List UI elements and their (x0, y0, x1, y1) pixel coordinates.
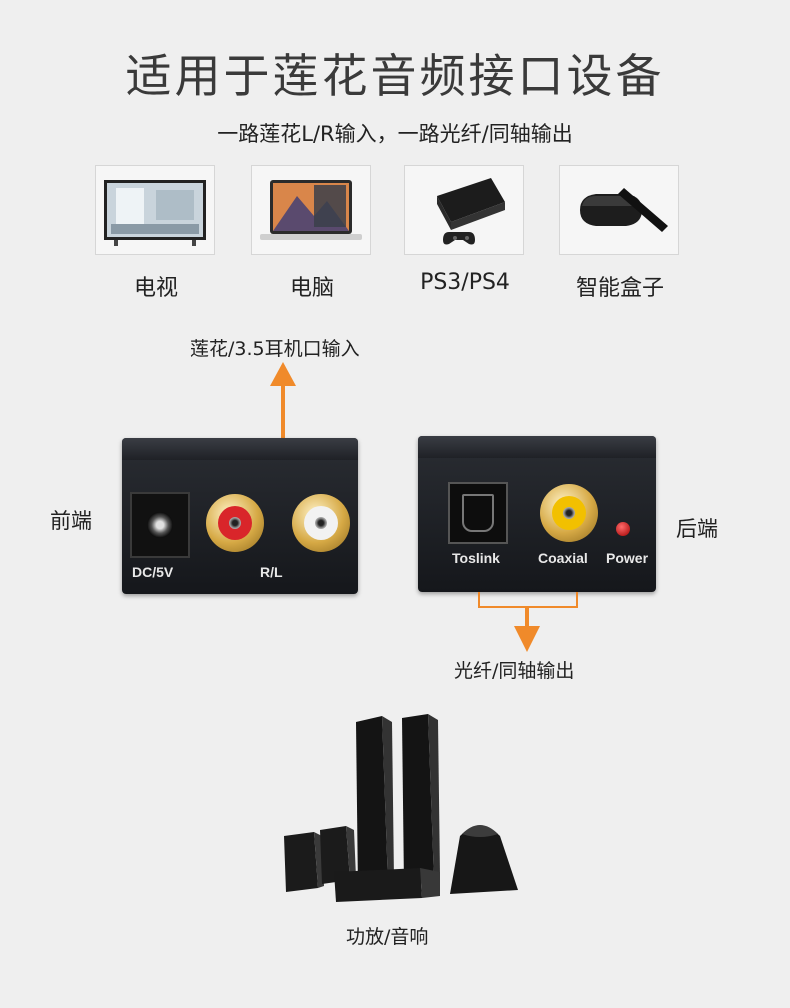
input-note: 莲花/3.5耳机口输入 (190, 338, 360, 360)
speakers-label: 功放/音响 (346, 926, 429, 948)
dc-power-jack (130, 492, 190, 558)
output-note: 光纤/同轴输出 (454, 660, 575, 682)
device-card-console (404, 165, 524, 255)
page-title: 适用于莲花音频接口设备 (125, 49, 665, 103)
rca-white-jack (292, 494, 350, 552)
laptop-icon (260, 180, 362, 240)
dc-label: DC/5V (132, 564, 174, 580)
front-side-label: 前端 (50, 509, 92, 533)
device-card-laptop (251, 165, 371, 255)
power-label: Power (606, 550, 649, 566)
speaker-system-icon (284, 714, 518, 902)
tv-box-icon (580, 188, 668, 232)
power-led-icon (616, 522, 630, 536)
converter-rear-panel: Toslink Coaxial Power (418, 436, 656, 592)
rl-label: R/L (260, 564, 283, 580)
device-label-tv-box: 智能盒子 (575, 276, 664, 301)
tv-icon (104, 180, 206, 246)
toslink-label: Toslink (452, 550, 500, 566)
output-arrow-icon (514, 608, 540, 652)
coaxial-label: Coaxial (538, 550, 588, 566)
device-label-console: PS3/PS4 (420, 270, 510, 295)
device-label-tv: 电视 (133, 276, 178, 301)
page-subtitle: 一路莲花L/R输入，一路光纤/同轴输出 (217, 122, 573, 146)
input-arrow-icon (270, 362, 296, 438)
coaxial-jack (540, 484, 598, 542)
output-bracket (478, 592, 578, 608)
rear-side-label: 后端 (676, 517, 718, 541)
converter-front-panel: DC/5V R/L (122, 438, 358, 594)
rca-red-jack (206, 494, 264, 552)
device-card-tv-box (559, 165, 679, 255)
game-console-icon (437, 178, 505, 245)
toslink-port (448, 482, 508, 544)
device-card-tv (95, 165, 215, 255)
device-label-laptop: 电脑 (289, 276, 334, 301)
